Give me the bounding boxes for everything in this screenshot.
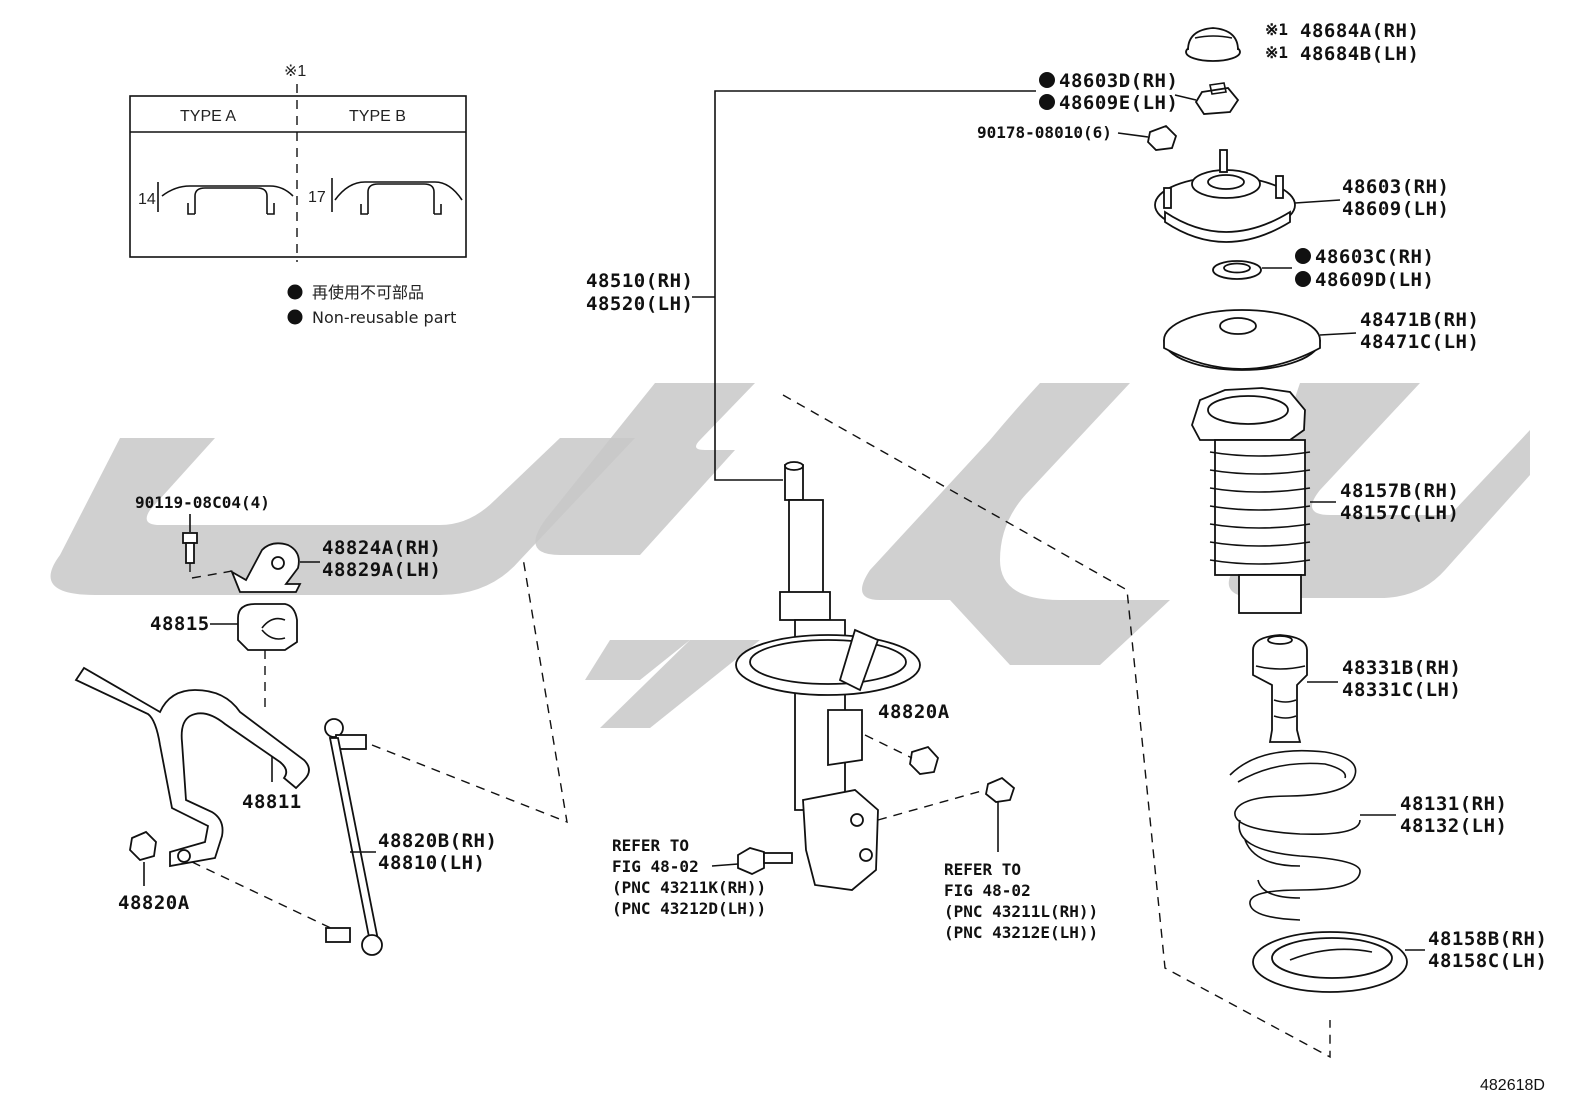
label-48609d: 48609D(LH): [1315, 269, 1434, 291]
non-reusable-bullet-icon: [1039, 72, 1055, 88]
note-mark: ※1: [1265, 20, 1288, 39]
bushing-48815: [237, 603, 298, 651]
non-reusable-bullet-icon: [1295, 248, 1311, 264]
label-48609e: 48609E(LH): [1059, 92, 1178, 114]
refer-1-line4: (PNC 43212D(LH)): [612, 899, 766, 918]
label-90178: 90178-08010(6): [977, 123, 1112, 142]
nut-90178: [1147, 124, 1178, 151]
label-48824a: 48824A(RH): [322, 537, 441, 559]
legend-japanese: 再使用不可部品: [312, 283, 424, 302]
refer-2-line2: FIG 48-02: [944, 881, 1031, 900]
type-a-label: TYPE A: [180, 108, 236, 125]
non-reusable-bullet-icon: [1295, 271, 1311, 287]
bolt-43211k: [737, 847, 793, 875]
label-48331c: 48331C(LH): [1342, 679, 1461, 701]
refer-1-line2: FIG 48-02: [612, 857, 699, 876]
refer-2-line1: REFER TO: [944, 860, 1021, 879]
bump-stopper-48331: [1252, 634, 1308, 743]
label-48820a-mid: 48820A: [878, 701, 950, 723]
label-48820a-left: 48820A: [118, 892, 190, 914]
label-48684b: 48684B(LH): [1300, 43, 1419, 65]
type-inset: ※1 TYPE A TYPE B 14 17: [129, 63, 467, 262]
label-48132: 48132(LH): [1400, 815, 1507, 837]
label-48158b: 48158B(RH): [1428, 928, 1547, 950]
label-48609: 48609(LH): [1342, 198, 1449, 220]
label-48603c: 48603C(RH): [1315, 246, 1434, 268]
inset-note-mark: ※1: [284, 63, 306, 80]
non-reusable-bullet-icon: [1039, 94, 1055, 110]
label-48811: 48811: [242, 791, 302, 813]
nut-43211l: [985, 776, 1016, 803]
spring-insulator-48471: [1163, 309, 1321, 371]
refer-1-line3: (PNC 43211K(RH)): [612, 878, 766, 897]
collar-48603c: [1212, 260, 1262, 280]
non-reusable-bullet-icon: [287, 284, 303, 300]
label-48510: 48510(RH): [586, 270, 693, 292]
lower-insulator-48158: [1252, 931, 1408, 993]
label-48157b: 48157B(RH): [1340, 480, 1459, 502]
nut-48820a-mid: [909, 745, 940, 775]
figure-number: 482618D: [1480, 1077, 1545, 1094]
type-a-dimension: 14: [138, 191, 156, 208]
label-48131: 48131(RH): [1400, 793, 1507, 815]
label-48471c: 48471C(LH): [1360, 331, 1479, 353]
type-b-label: TYPE B: [349, 108, 406, 125]
label-48810: 48810(LH): [378, 852, 485, 874]
stabilizer-bar-48811: [74, 666, 310, 868]
dust-cap-48684: [1185, 27, 1241, 62]
type-b-cap-section: 17: [308, 178, 463, 215]
refer-2-line3: (PNC 43211L(RH)): [944, 902, 1098, 921]
label-48603: 48603(RH): [1342, 176, 1449, 198]
label-90119: 90119-08C04(4): [135, 493, 270, 512]
nut-48820a-left: [129, 830, 157, 862]
note-mark: ※1: [1265, 43, 1288, 62]
legend: 再使用不可部品 Non-reusable part: [287, 283, 456, 327]
type-a-cap-section: 14: [138, 182, 294, 215]
refer-2-line4: (PNC 43212E(LH)): [944, 923, 1098, 942]
dust-boot-48157: [1191, 387, 1311, 614]
non-reusable-bullet-icon: [287, 309, 303, 325]
label-48157c: 48157C(LH): [1340, 502, 1459, 524]
bolt-90119: [182, 532, 198, 564]
strut-support-48603: [1154, 149, 1296, 243]
label-48820b: 48820B(RH): [378, 830, 497, 852]
label-48684a: 48684A(RH): [1300, 20, 1419, 42]
coil-spring-48131: [1229, 749, 1361, 921]
label-48815: 48815: [150, 613, 210, 635]
type-b-dimension: 17: [308, 189, 326, 206]
lock-nut-48603d: [1194, 82, 1240, 115]
stabilizer-link-48820b: [324, 718, 383, 956]
refer-1-line1: REFER TO: [612, 836, 689, 855]
bracket-48824a: [230, 542, 302, 593]
shock-absorber-48510: [735, 461, 921, 891]
legend-english: Non-reusable part: [312, 308, 456, 327]
label-48471b: 48471B(RH): [1360, 309, 1479, 331]
label-48603d: 48603D(RH): [1059, 70, 1178, 92]
label-48520: 48520(LH): [586, 293, 693, 315]
label-48331b: 48331B(RH): [1342, 657, 1461, 679]
label-48829a: 48829A(LH): [322, 559, 441, 581]
label-48158c: 48158C(LH): [1428, 950, 1547, 972]
